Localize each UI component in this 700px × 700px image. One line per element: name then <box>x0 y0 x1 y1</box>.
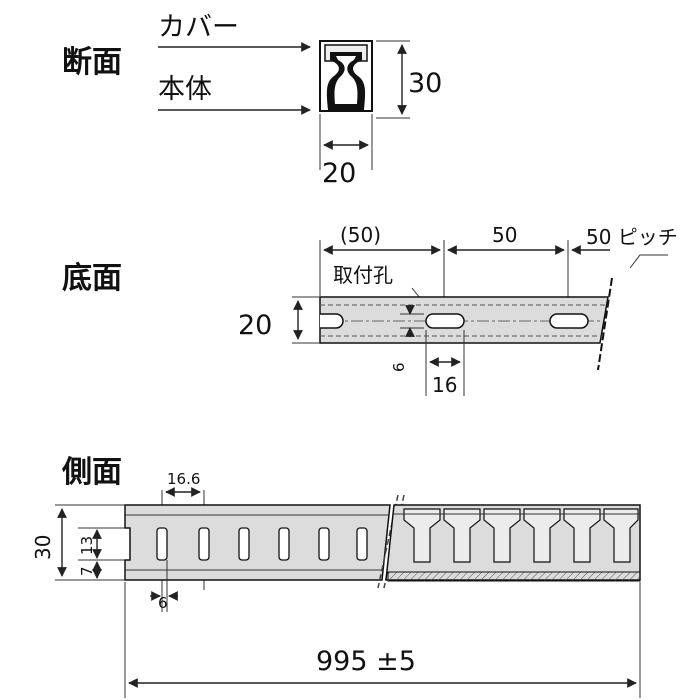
mounting-hole-2 <box>549 313 589 329</box>
mounting-hole-label: 取付孔 <box>333 263 393 287</box>
section-view-title: 断面 <box>62 45 122 80</box>
side-slot <box>318 527 330 561</box>
side-slots-left <box>156 527 368 561</box>
cover-label: カバー <box>158 12 239 43</box>
side-slot <box>238 527 250 561</box>
bottom-break-line <box>597 277 613 371</box>
side-teeth <box>403 508 639 563</box>
side-slot <box>156 527 168 561</box>
cover-outline <box>319 40 373 112</box>
mounting-hole-1 <box>425 313 465 329</box>
hole-width-value: 6 <box>390 362 408 372</box>
bottom-width-value: 20 <box>238 310 272 341</box>
body-profile-inner <box>334 56 358 104</box>
hole-length-value: 16 <box>432 373 457 397</box>
slot-spacing-value: 16.6 <box>167 470 200 488</box>
side-slot <box>278 527 290 561</box>
side-slot <box>356 527 368 561</box>
dim-7-value: 7 <box>78 566 96 576</box>
bottom-view-title: 底面 <box>62 261 122 296</box>
section-view: 断面 カバー 本体 30 20 <box>62 12 442 189</box>
side-view: 側面 16.6 <box>31 455 641 698</box>
pitch-second-value: 50 <box>492 223 517 247</box>
slot-width-value: 6 <box>158 594 168 612</box>
pitch-note: 50 ピッチ <box>586 225 678 249</box>
side-view-title: 側面 <box>61 455 122 490</box>
section-width-value: 20 <box>322 158 356 189</box>
dim-13-value: 13 <box>78 536 96 555</box>
section-height-value: 30 <box>408 68 442 99</box>
side-height-value: 30 <box>31 535 55 560</box>
overall-length-value: 995 ±5 <box>316 646 416 677</box>
bottom-view: 底面 (50) 50 50 ピッチ 取付孔 20 <box>62 223 678 397</box>
side-break-line-1 <box>377 494 399 589</box>
end-slot <box>320 313 344 329</box>
pitch-first-value: (50) <box>340 223 381 247</box>
side-rail-base <box>387 571 641 582</box>
body-label: 本体 <box>158 74 212 105</box>
side-slot <box>198 527 210 561</box>
